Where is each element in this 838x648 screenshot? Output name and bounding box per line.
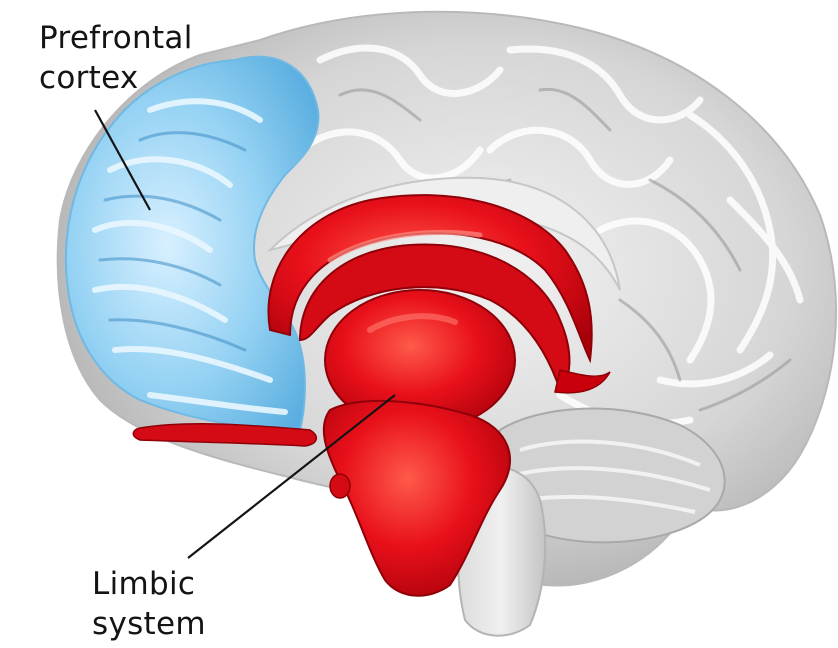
prefrontal-label-line1: Prefrontal (39, 18, 193, 58)
limbic-system-label: Limbic system (92, 564, 206, 644)
limbic-label-line1: Limbic (92, 564, 206, 604)
limbic-label-line2: system (92, 604, 206, 644)
prefrontal-label-line2: cortex (39, 58, 193, 98)
prefrontal-cortex-label: Prefrontal cortex (39, 18, 193, 98)
